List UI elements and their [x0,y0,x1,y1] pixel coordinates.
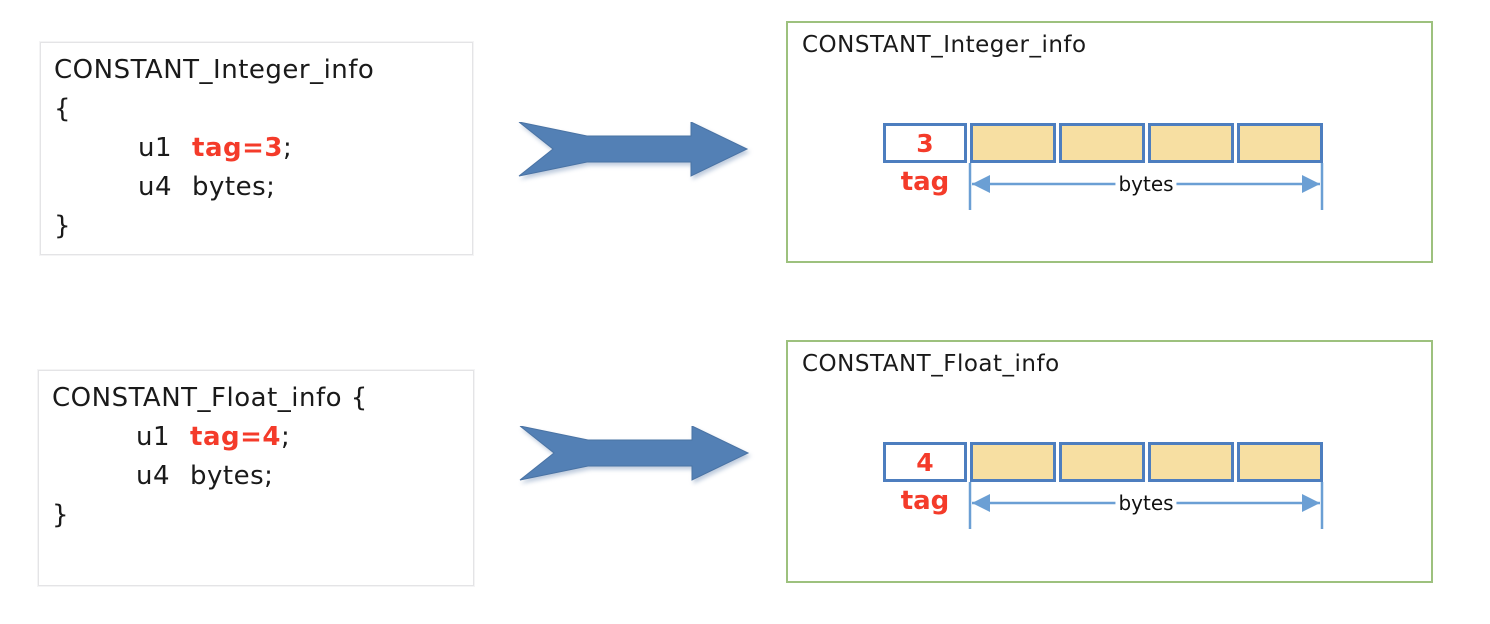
semicolon-text: ; [283,133,293,163]
struct-title: CONSTANT_Integer_info [802,32,1087,58]
byte-cell [1148,442,1234,482]
tag-cell: 3 [883,123,967,163]
code-block-constant-integer-info: CONSTANT_Integer_info { u1 tag=3; u4 bytes… [40,42,473,255]
struct-diagram-constant-integer-info: CONSTANT_Integer_info 3 tag bytes [786,21,1433,263]
struct-name-text: CONSTANT_Float_info { [52,383,368,413]
tag-value: 3 [916,128,934,158]
struct-title: CONSTANT_Float_info [802,351,1060,377]
field-type-text: u1 [138,133,173,163]
open-brace-text: { [54,94,72,124]
byte-cell [1059,442,1145,482]
field-type-text: u4 [136,461,171,491]
close-brace-text: } [54,211,72,241]
transform-arrow-icon [517,122,749,178]
code-line: u4 bytes; [41,168,472,207]
tag-label: tag [900,486,950,516]
byte-cells-row: 4 [883,442,1323,482]
semicolon-text: ; [281,422,291,452]
byte-cell [970,123,1056,163]
struct-diagram-constant-float-info: CONSTANT_Float_info 4 tag bytes [786,340,1433,583]
byte-cell [970,442,1056,482]
code-line: CONSTANT_Integer_info [41,51,472,90]
code-line: u1 tag=4; [39,418,473,457]
field-type-text: u1 [136,422,171,452]
bytes-dimension-arrow: bytes [968,163,1324,213]
field-type-text: u4 [138,172,173,202]
code-line: } [39,496,473,535]
tag-cell: 4 [883,442,967,482]
code-line: u4 bytes; [39,457,473,496]
byte-cells-row: 3 [883,123,1323,163]
semicolon-text: ; [264,461,274,491]
byte-cell [1237,123,1323,163]
code-line: } [41,207,472,246]
tag-assignment-text: tag=3 [192,133,283,163]
bytes-dimension-arrow: bytes [968,482,1324,532]
bytes-label: bytes [1115,171,1177,197]
transform-arrow-icon [518,426,750,482]
field-name-text: bytes [190,461,265,491]
field-name-text: bytes [192,172,267,202]
code-line: CONSTANT_Float_info { [39,379,473,418]
bytes-label: bytes [1115,490,1177,516]
close-brace-text: } [52,500,70,530]
struct-name-text: CONSTANT_Integer_info [54,55,375,85]
byte-cell [1059,123,1145,163]
code-line: { [41,90,472,129]
tag-value: 4 [916,447,934,477]
code-line: u1 tag=3; [41,129,472,168]
byte-cell [1237,442,1323,482]
tag-assignment-text: tag=4 [190,422,281,452]
byte-cell [1148,123,1234,163]
semicolon-text: ; [266,172,276,202]
tag-label: tag [900,167,950,197]
